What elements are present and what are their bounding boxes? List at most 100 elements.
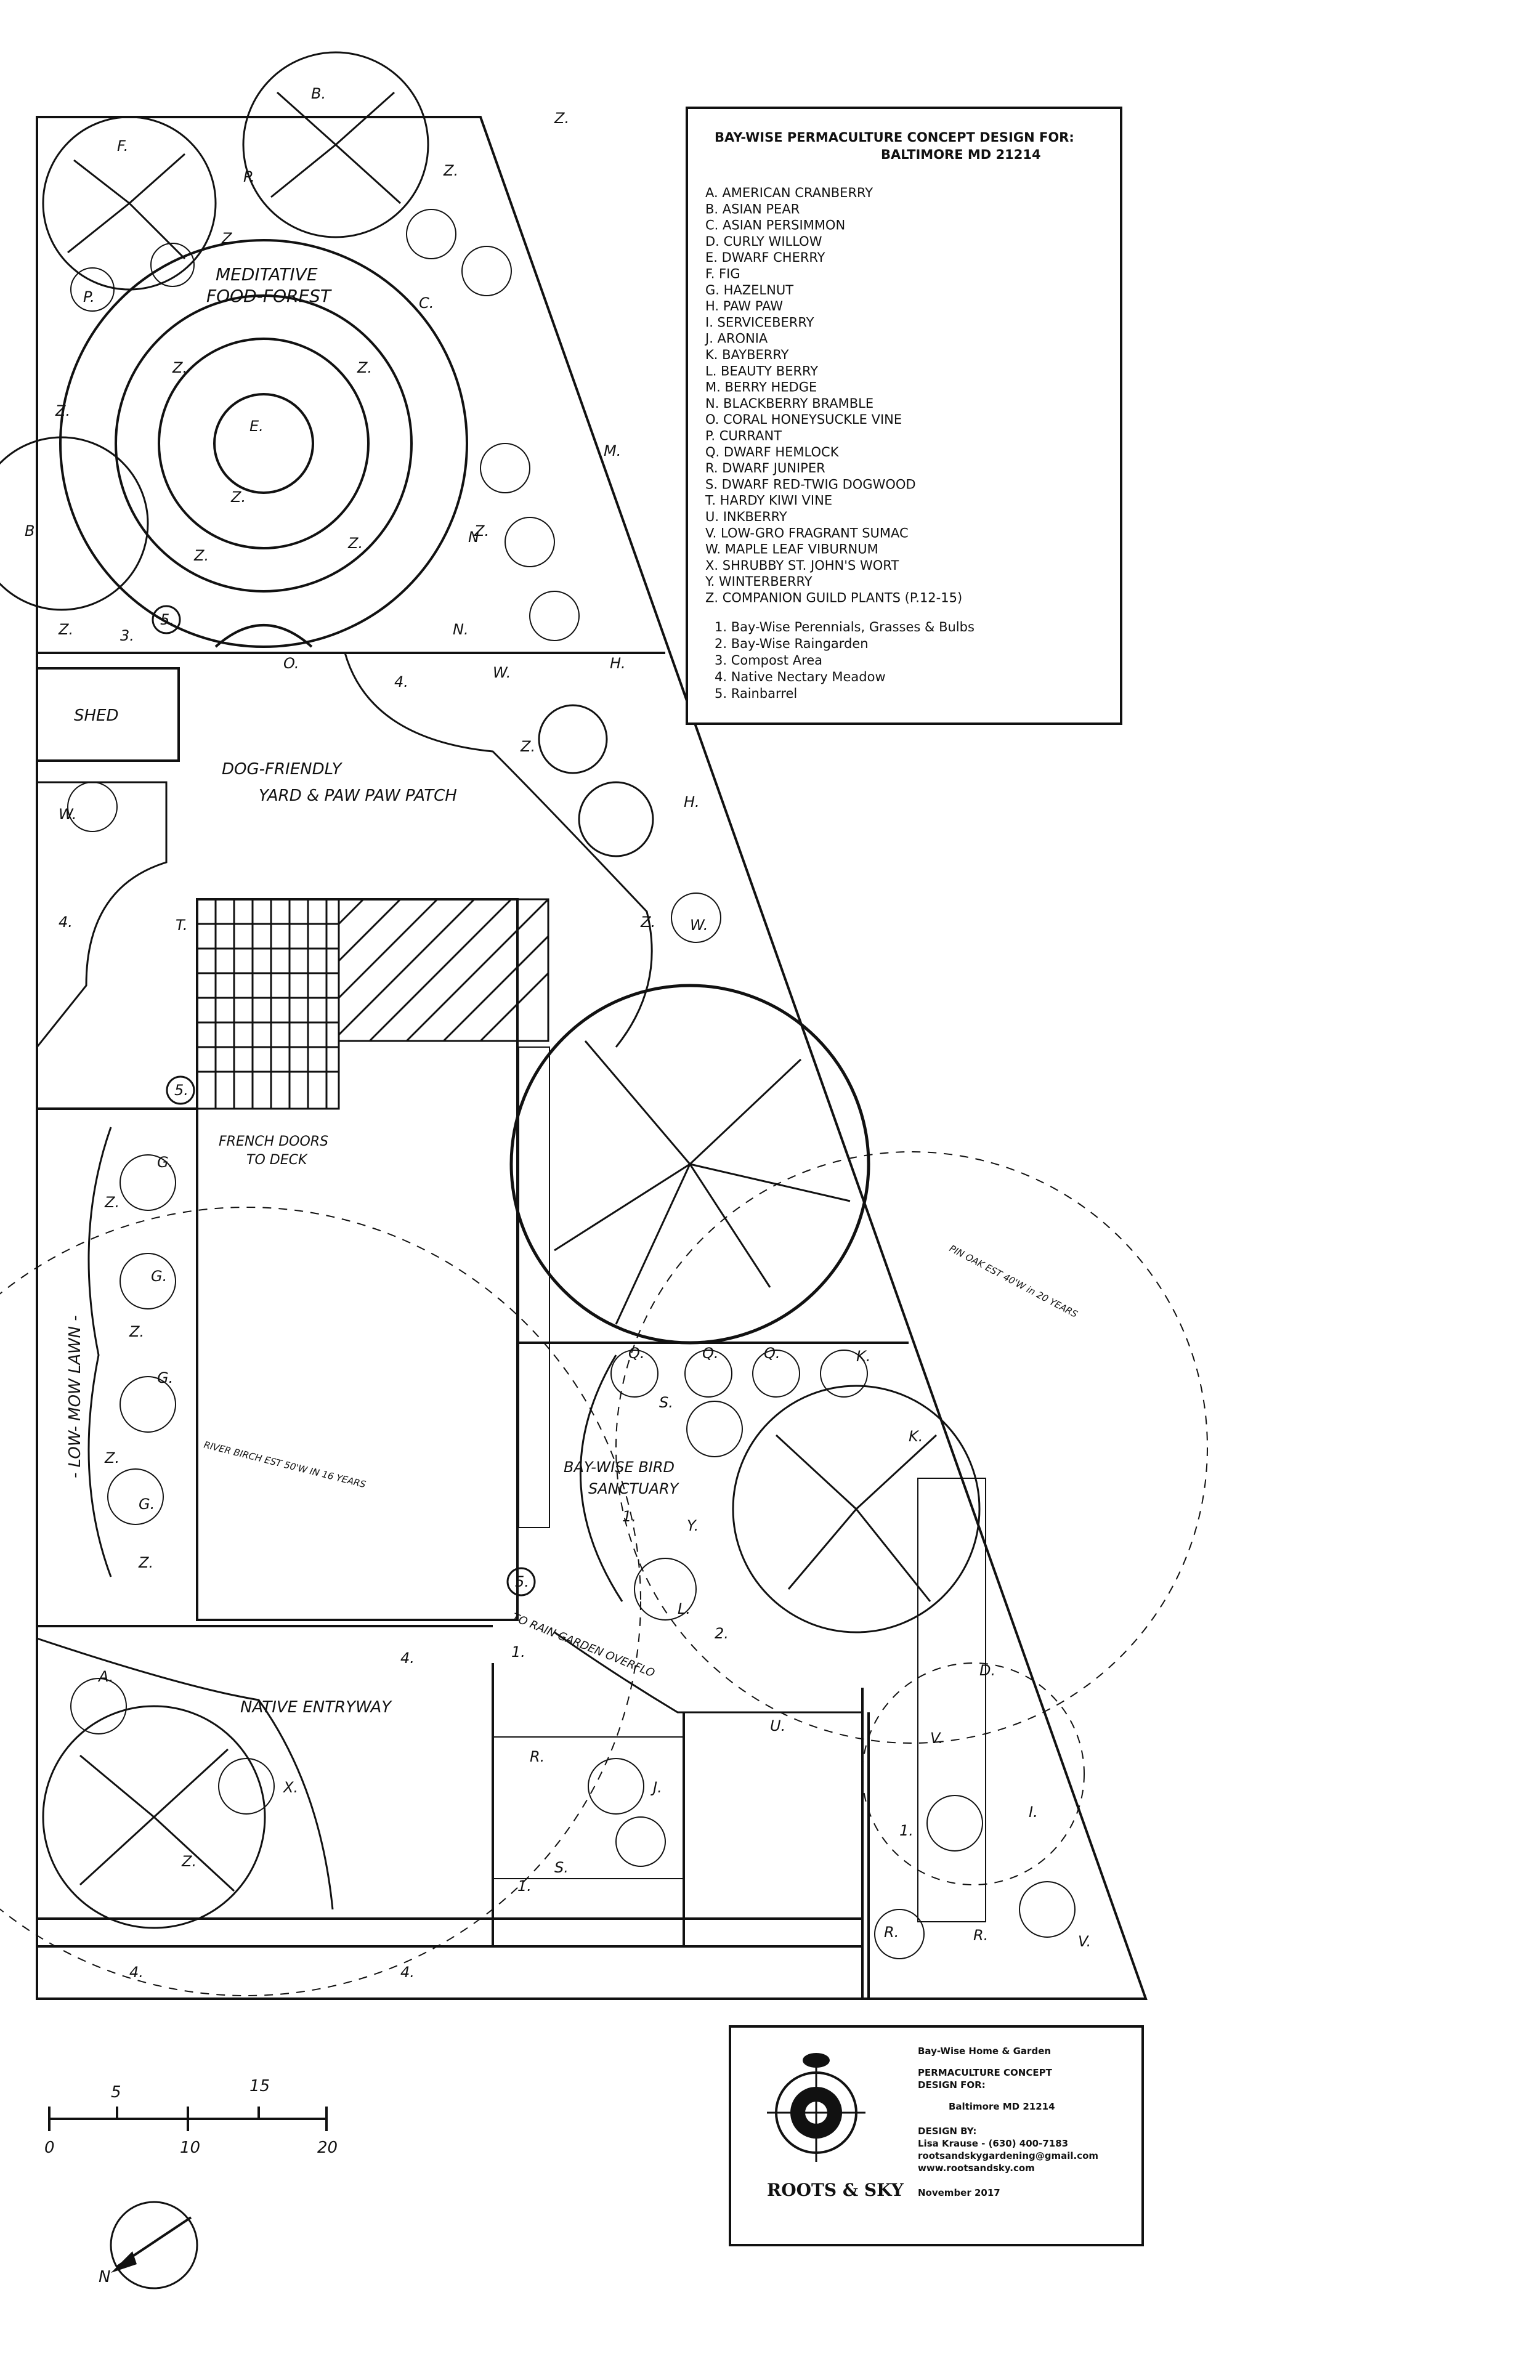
title-location: Baltimore MD 21214	[949, 2101, 1055, 2112]
legend-plant-item: N. BLACKBERRY BRAMBLE	[705, 396, 873, 411]
marker: R.	[530, 1748, 545, 1765]
marker: Z.	[193, 547, 209, 564]
marker: A.	[97, 1668, 114, 1685]
lawn-label: - LOW- MOW LAWN -	[66, 1315, 84, 1478]
marker: X.	[282, 1779, 298, 1796]
marker: Z.	[357, 359, 372, 376]
marker: Z.	[230, 488, 246, 506]
marker: 5.	[174, 1082, 188, 1099]
paw-paw-shrub	[538, 704, 608, 774]
marker: G.	[157, 1154, 173, 1171]
marker: 4.	[59, 913, 73, 931]
legend-title-line2: BALTIMORE MD 21214	[881, 147, 1041, 162]
legend-plant-item: H. PAW PAW	[705, 299, 783, 314]
marker: J.	[650, 1779, 662, 1796]
marker: G.	[151, 1268, 167, 1285]
marker: G.	[157, 1369, 173, 1386]
legend-plant-item: F. FIG	[705, 267, 740, 281]
pin-oak-tree	[509, 984, 870, 1345]
marker: K.	[856, 1348, 870, 1365]
legend-plant-item: A. AMERICAN CRANBERRY	[705, 185, 873, 200]
marker: M.	[604, 442, 621, 459]
legend-plant-item: B. ASIAN PEAR	[705, 201, 800, 216]
north-label: N	[99, 2268, 110, 2286]
marker: Q.	[702, 1345, 719, 1362]
title-block: ROOTS & SKY Bay-Wise Home & Garden PERMA…	[729, 2025, 1144, 2246]
scale-label-10: 10	[180, 2139, 200, 2157]
legend-plant-item: E. DWARF CHERRY	[705, 250, 825, 265]
plant-markers: B. F. P. P. Z. Z. C. Z. Z. E. Z. Z. Z. Z…	[25, 85, 1091, 1981]
scale-label-15: 15	[249, 2077, 270, 2095]
marker: 4.	[394, 673, 408, 690]
marker: 1.	[511, 1643, 525, 1661]
tree-branches	[67, 91, 938, 1892]
marker: Z.	[347, 535, 363, 552]
marker: Z.	[520, 738, 535, 755]
paw-paw-shrub-2	[578, 781, 654, 857]
marker: H.	[610, 655, 626, 672]
title-heading-1: PERMACULTURE CONCEPT	[918, 2067, 1053, 2078]
rainbarrel-markers	[152, 605, 536, 1597]
legend-zone-item: 4. Native Nectary Meadow	[715, 670, 886, 684]
marker: Z.	[55, 402, 70, 419]
marker: O.	[283, 655, 299, 672]
marker: 4.	[400, 1964, 415, 1981]
legend-plant-item: Y. WINTERBERRY	[705, 574, 813, 589]
legend-plant-item: C. ASIAN PERSIMMON	[705, 218, 845, 233]
legend-plant-item: P. CURRANT	[705, 429, 782, 443]
legend-zone-list: 1. Bay-Wise Perennials, Grasses & Bulbs 2…	[715, 620, 975, 701]
future-canopy-lines	[0, 1151, 1208, 1996]
winterberry-tree	[732, 1385, 981, 1633]
legend-plant-item: K. BAYBERRY	[705, 347, 789, 362]
marker: W.	[493, 664, 511, 681]
asian-pear-tree-west	[0, 436, 149, 611]
legend-plant-item: R. DWARF JUNIPER	[705, 461, 825, 476]
legend-plant-item: V. LOW-GRO FRAGRANT SUMAC	[705, 525, 909, 540]
marker: C.	[419, 294, 434, 312]
french-doors-label-2: TO DECK	[246, 1152, 308, 1168]
legend-plant-item: W. MAPLE LEAF VIBURNUM	[705, 542, 878, 557]
marker: Z.	[104, 1194, 120, 1211]
garden-paths	[36, 652, 862, 1910]
marker: P.	[243, 168, 255, 185]
paver-strip	[492, 1046, 986, 1922]
design-date: November 2017	[918, 2187, 1000, 2198]
deck-hatching	[196, 898, 549, 1110]
marker: K.	[909, 1428, 923, 1445]
fig-tree	[42, 116, 217, 291]
legend-plant-item: L. BEAUTY BERRY	[705, 363, 818, 378]
sanctuary-label-1: BAY-WISE BIRD	[564, 1459, 675, 1476]
marker: Z.	[58, 621, 73, 638]
legend-zone-item: 2. Bay-Wise Raingarden	[715, 636, 869, 651]
marker: 5.	[160, 611, 174, 628]
legend-plant-item: U. INKBERRY	[705, 509, 787, 524]
marker: Q.	[628, 1345, 645, 1362]
marker: Z.	[104, 1449, 120, 1467]
scale-labels: 5 15 0 10 20	[44, 2077, 338, 2157]
scale-label-5: 5	[111, 2083, 121, 2102]
scale-label-20: 20	[317, 2139, 338, 2157]
marker: Z.	[554, 110, 569, 127]
entryway-label: NATIVE ENTRYWAY	[240, 1698, 392, 1717]
marker: Q.	[764, 1345, 780, 1362]
designer-email: rootsandskygardening@gmail.com	[918, 2150, 1098, 2161]
food-forest-label-1: MEDITATIVE	[216, 264, 318, 285]
shed-label: SHED	[74, 706, 119, 725]
marker: V.	[930, 1730, 943, 1747]
companion-tree-entry	[42, 1705, 266, 1929]
legend-plant-item: Z. COMPANION GUILD PLANTS (P.12-15)	[705, 591, 962, 605]
legend-zone-item: 1. Bay-Wise Perennials, Grasses & Bulbs	[715, 620, 975, 634]
marker: Z.	[138, 1554, 153, 1571]
marker: 4.	[129, 1964, 144, 1981]
legend-plant-item: Q. DWARF HEMLOCK	[705, 445, 840, 459]
title-heading-2: DESIGN FOR:	[918, 2079, 986, 2091]
legend-zone-item: 5. Rainbarrel	[715, 686, 797, 701]
legend-plant-item: S. DWARF RED-TWIG DOGWOOD	[705, 477, 916, 492]
yard-label-2: YARD & PAW PAW PATCH	[259, 787, 457, 805]
marker: W.	[690, 917, 708, 934]
food-forest-circle	[59, 239, 468, 648]
roots-and-sky-logo: ROOTS & SKY	[767, 2053, 904, 2200]
marker: W.	[59, 806, 76, 823]
